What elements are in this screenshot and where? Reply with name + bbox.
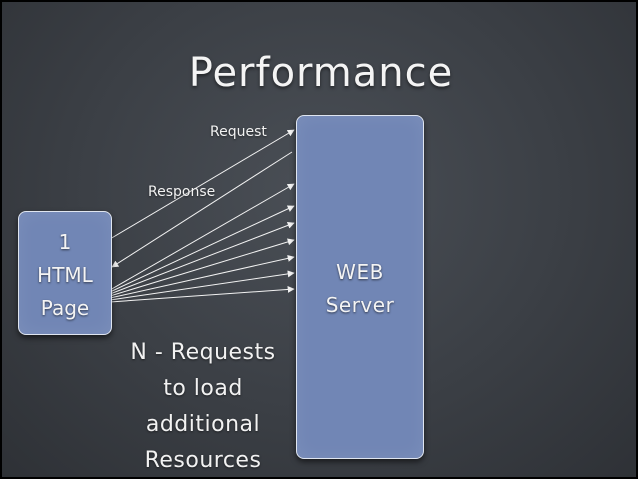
response-label: Response <box>148 184 216 200</box>
html-page-line-3: Page <box>40 296 90 320</box>
request-arrow <box>109 254 295 299</box>
request-arrow <box>109 285 295 303</box>
requests-caption: N - Requests to load additional Resource… <box>114 335 292 477</box>
html-page-box: 1 HTML Page <box>18 211 112 335</box>
request-arrow <box>109 238 295 297</box>
html-page-line-2: HTML <box>37 263 93 287</box>
html-page-line-1: 1 <box>58 230 72 254</box>
web-server-box: WEB Server <box>296 115 424 459</box>
slide-title: Performance <box>188 50 454 96</box>
caption-line-3: additional <box>145 412 261 437</box>
request-arrow <box>109 183 295 291</box>
web-server-line-1: WEB <box>336 260 384 284</box>
response-arrow <box>111 151 293 268</box>
caption-line-4: Resources <box>144 448 262 473</box>
request-arrow <box>109 205 295 293</box>
caption-line-2: to load <box>163 376 243 401</box>
request-label: Request <box>210 124 267 140</box>
request-arrow <box>109 222 295 295</box>
request-arrow <box>109 270 295 301</box>
request-arrow <box>109 129 295 240</box>
web-server-line-2: Server <box>325 293 395 317</box>
caption-line-1: N - Requests <box>130 340 276 365</box>
